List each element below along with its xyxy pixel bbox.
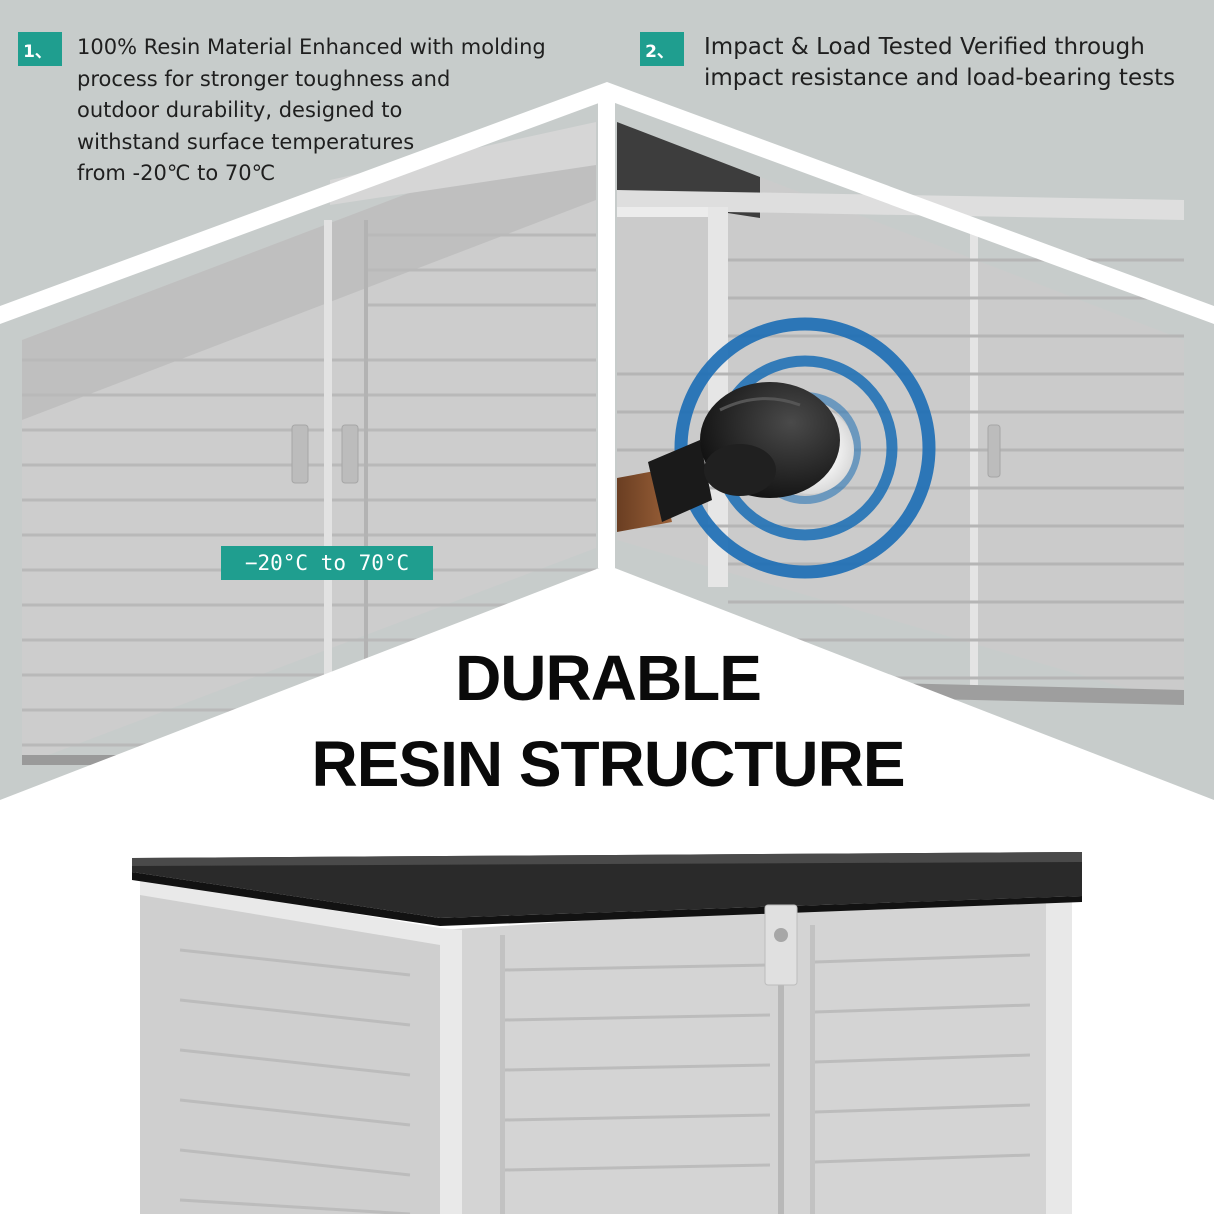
temperature-range-label: −20°C to 70°C [221, 546, 433, 580]
shed-illustration [132, 852, 1082, 1214]
boxing-glove-icon [617, 382, 840, 532]
center-divider [598, 100, 615, 568]
feature-2-text: Impact & Load Tested Verified through im… [704, 34, 1176, 91]
feature-1-text: 100% Resin Material Enhanced with moldin… [77, 35, 546, 185]
feature-1-badge: 1、 [18, 32, 62, 66]
headline-line-2: RESIN STRUCTURE [311, 728, 905, 800]
feature-2-badge: 2、 [640, 32, 684, 66]
headline-line-1: DURABLE [455, 642, 762, 714]
